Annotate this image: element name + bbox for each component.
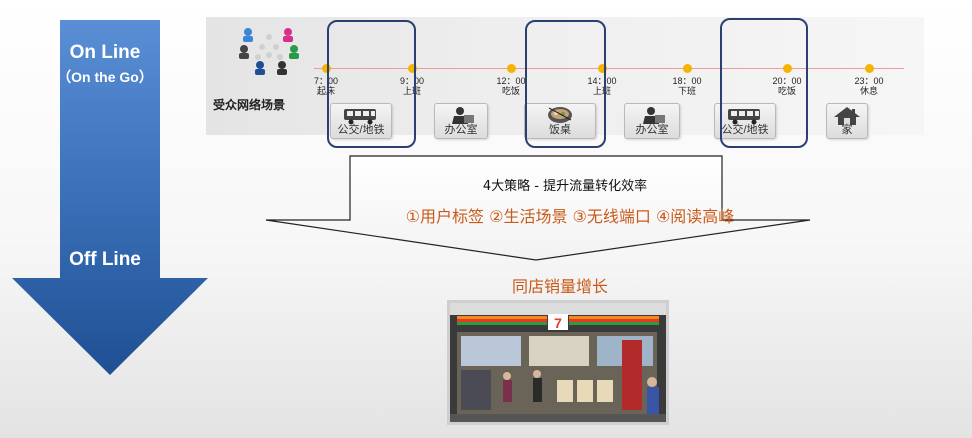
highlight-commute-evening (720, 18, 808, 148)
time-value: 7：00 (313, 76, 339, 86)
scene-box: 办公室 (624, 103, 680, 139)
time-dot (322, 64, 331, 73)
convenience-store-photo: 7 (447, 300, 669, 425)
time-dot (507, 64, 516, 73)
time-activity: 下班 (677, 86, 696, 96)
time-activity: 吃饭 (777, 86, 796, 96)
same-store-sales-growth-title: 同店销量增长 (511, 277, 608, 296)
online-offline-arrow (12, 20, 208, 375)
time-value: 14：00 (587, 76, 617, 86)
time-dot (683, 64, 692, 73)
scene-box: 办公室 (434, 103, 488, 139)
audience-people-icon (239, 28, 299, 75)
time-activity: 上班 (592, 86, 611, 96)
scene-label: 办公室 (635, 124, 669, 136)
scene-label: 办公室 (444, 124, 478, 136)
scene-box: 家 (826, 103, 868, 139)
highlight-dining (525, 20, 606, 148)
scene-label: 家 (841, 124, 853, 136)
time-activity: 休息 (859, 86, 878, 96)
strategy-title: 4大策略 - 提升流量转化效率 (482, 179, 648, 194)
scene-label: 公交/地铁 (721, 124, 769, 136)
time-activity: 上班 (402, 86, 421, 96)
strategy-funnel-arrow (265, 155, 811, 261)
time-dot (408, 64, 417, 73)
online-subtitle: （On the Go） (57, 69, 153, 85)
scene-box: 公交/地铁 (330, 103, 392, 139)
time-value: 18：00 (672, 76, 702, 86)
time-value: 9：00 (399, 76, 425, 86)
time-activity: 吃饭 (501, 86, 520, 96)
time-dot (783, 64, 792, 73)
time-activity: 起床 (316, 86, 335, 96)
time-dot (598, 64, 607, 73)
strategy-items: ①用户标签 ②生活场景 ③无线端口 ④阅读高峰 (405, 207, 735, 226)
time-value: 20：00 (772, 76, 802, 86)
scene-box: 公交/地铁 (714, 103, 776, 139)
timeline-line (314, 68, 904, 69)
highlight-commute-morning (327, 20, 416, 148)
time-value: 12：00 (496, 76, 526, 86)
time-value: 23：00 (854, 76, 884, 86)
time-dot (865, 64, 874, 73)
store-logo-text: 7 (554, 315, 562, 331)
offline-title: Off Line (69, 249, 141, 270)
scene-label: 公交/地铁 (337, 124, 385, 136)
online-title: On Line (69, 42, 141, 63)
audience-network-scene-title: 受众网络场景 (213, 98, 286, 112)
scene-label: 饭桌 (549, 124, 571, 136)
scene-box: 饭桌 (524, 103, 596, 139)
